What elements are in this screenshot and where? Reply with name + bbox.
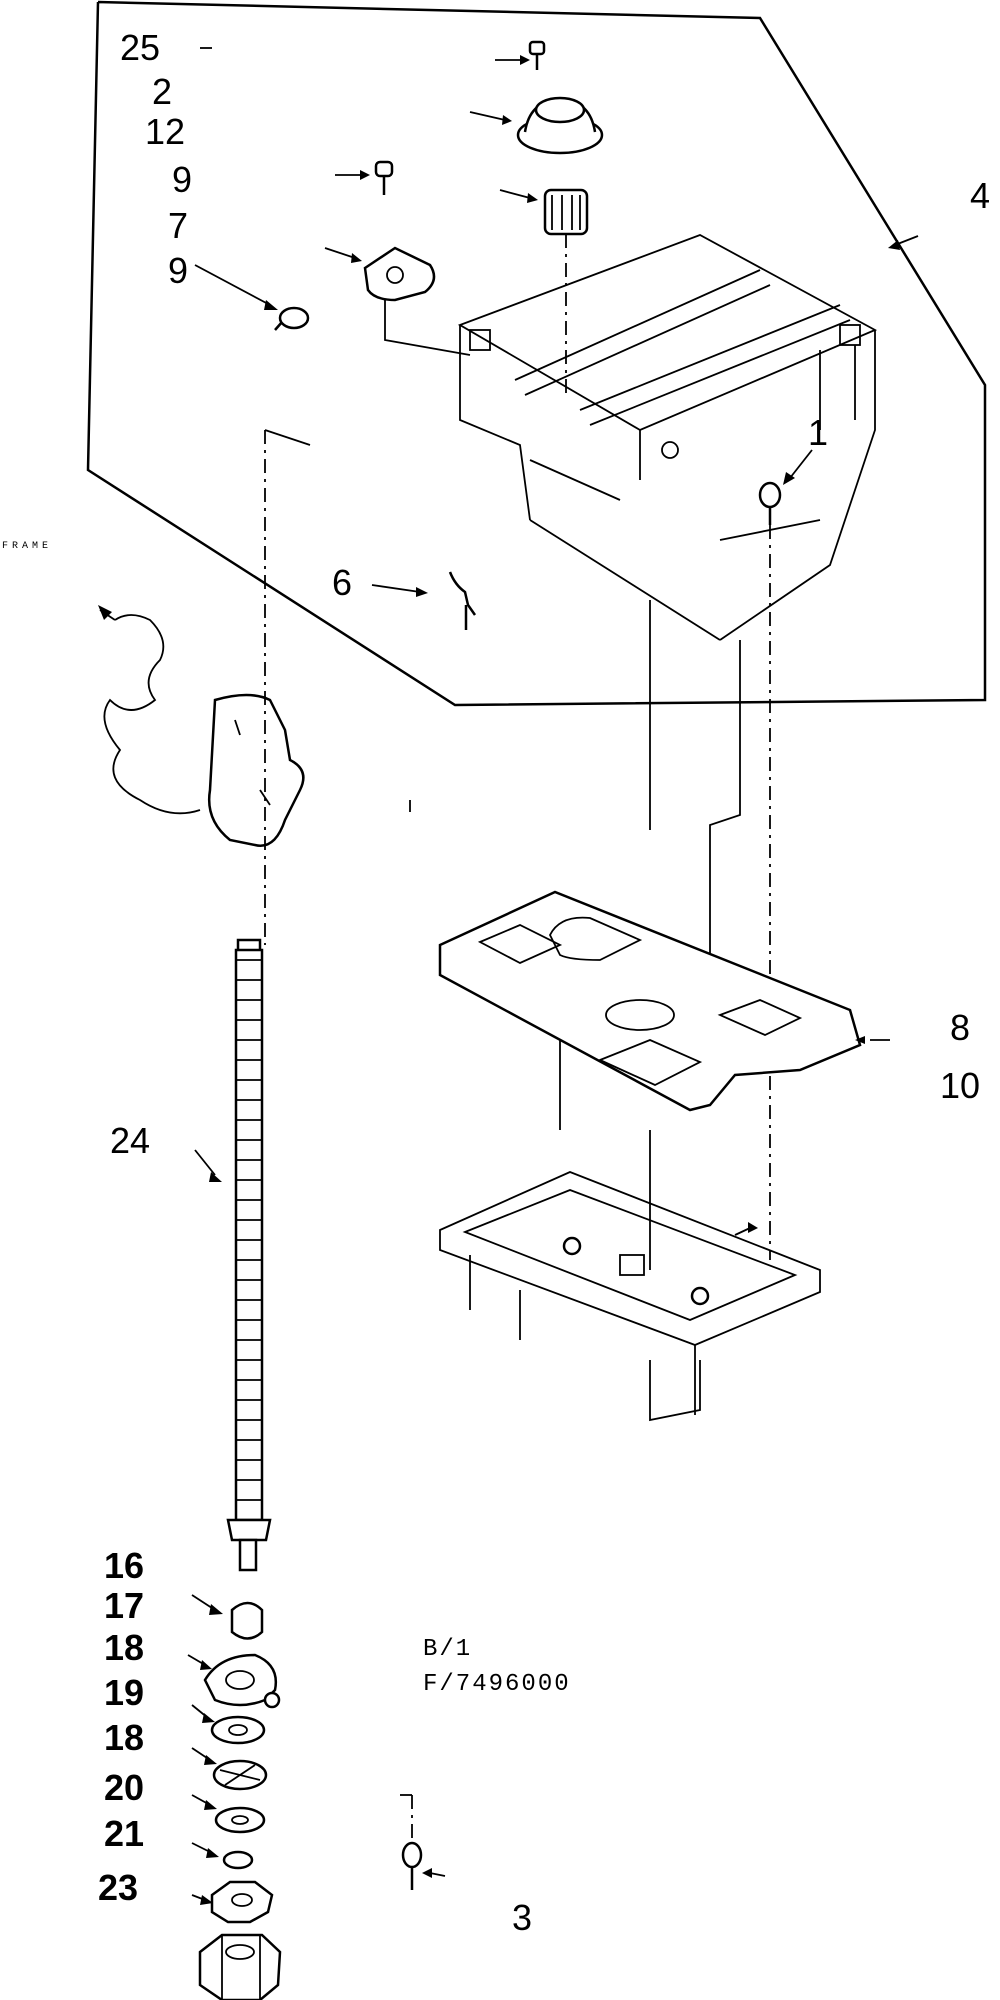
callout-21: 21 bbox=[104, 1813, 144, 1854]
lever-part-7 bbox=[363, 246, 471, 356]
callout-4: 4 bbox=[970, 175, 990, 216]
callout-23: 23 bbox=[98, 1867, 138, 1908]
reference-f-label: F/7496000 bbox=[423, 1671, 571, 1698]
screw-part-9-upper bbox=[374, 160, 394, 195]
threaded-rod-part-24 bbox=[194, 938, 272, 1572]
base-part bbox=[439, 1171, 821, 1422]
callout-8: 8 bbox=[950, 1007, 970, 1048]
callout-18-lower: 18 bbox=[104, 1717, 144, 1758]
screw-part-3 bbox=[400, 1794, 446, 1890]
callout-19: 19 bbox=[104, 1672, 144, 1713]
callout-3: 3 bbox=[512, 1897, 532, 1938]
callout-2: 2 bbox=[152, 71, 172, 112]
callout-9-lower: 9 bbox=[168, 250, 188, 291]
callout-20: 20 bbox=[104, 1767, 144, 1808]
cap-part-2 bbox=[516, 96, 604, 155]
callout-25: 25 bbox=[120, 27, 160, 68]
callout-16: 16 bbox=[104, 1545, 144, 1586]
plate-part-8 bbox=[438, 890, 890, 1112]
callout-10: 10 bbox=[940, 1065, 980, 1106]
screw-part-25 bbox=[528, 40, 546, 70]
leader-lines-top bbox=[194, 47, 919, 597]
callout-17: 17 bbox=[104, 1585, 144, 1626]
callout-1: 1 bbox=[808, 412, 828, 453]
reference-b-label: B/1 bbox=[423, 1636, 472, 1663]
callout-12: 12 bbox=[145, 111, 185, 152]
frame-label: FRAME bbox=[2, 541, 52, 552]
screw-part-1 bbox=[758, 481, 782, 1260]
callout-18-upper: 18 bbox=[104, 1627, 144, 1668]
callout-9-upper: 9 bbox=[172, 159, 192, 200]
callout-7: 7 bbox=[168, 205, 188, 246]
upper-assembly-boundary bbox=[86, 0, 987, 707]
callout-6: 6 bbox=[332, 562, 352, 603]
clip-part-6 bbox=[448, 571, 477, 630]
callout-24: 24 bbox=[110, 1120, 150, 1161]
screw-part-9-lower bbox=[274, 306, 310, 331]
hardware-stack bbox=[187, 1594, 282, 2000]
gear-part-12 bbox=[543, 188, 589, 395]
frame-fragment bbox=[98, 429, 411, 945]
